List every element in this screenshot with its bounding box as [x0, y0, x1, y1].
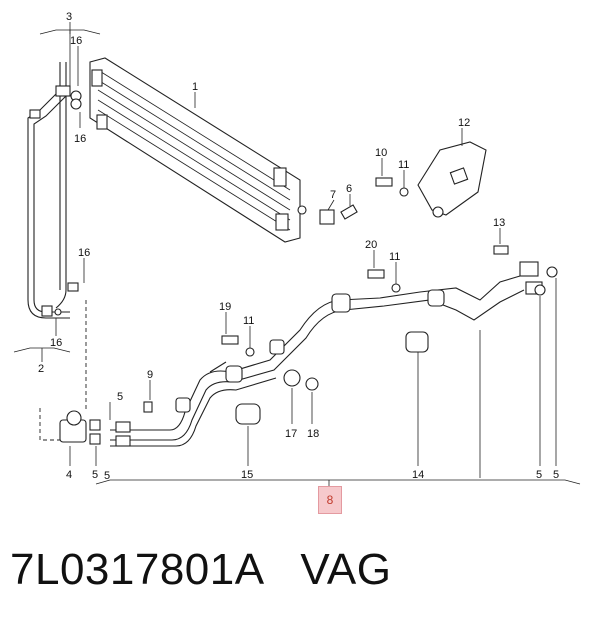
callout-11a: 11 — [398, 159, 409, 171]
grommet-17 — [283, 369, 301, 387]
clamp-15 — [235, 403, 261, 425]
callout-5a: 5 — [117, 391, 123, 403]
callout-4: 4 — [66, 469, 72, 481]
part-number: 7L0317801A — [10, 545, 263, 594]
sleeve-14 — [405, 331, 429, 353]
callout-13: 13 — [493, 217, 505, 229]
callout-19: 19 — [219, 301, 231, 313]
bolt-19 — [221, 335, 239, 345]
callout-12: 12 — [458, 117, 470, 129]
callout-11c: 11 — [243, 315, 254, 327]
callout-3: 3 — [66, 11, 72, 23]
oil-cooler — [89, 57, 307, 243]
leader-lines — [13, 22, 581, 486]
brand-name: VAG — [300, 545, 392, 594]
small-parts — [221, 177, 509, 425]
callout-9: 9 — [147, 369, 153, 381]
main-pipe-assembly — [110, 261, 558, 447]
callout-2: 2 — [38, 363, 44, 375]
callout-16b: 16 — [74, 133, 86, 145]
left-pipe-assembly — [27, 62, 82, 319]
callout-10: 10 — [375, 147, 387, 159]
callout-17: 17 — [285, 428, 297, 440]
lower-left-fittings — [39, 300, 153, 447]
callout-11b: 11 — [389, 251, 400, 263]
callout-5d: 5 — [553, 469, 559, 481]
callout-labels: 1 3 16 16 16 16 2 12 10 11 7 6 20 11 13 … — [38, 11, 559, 482]
callout-7: 7 — [330, 189, 336, 201]
bolt-20 — [367, 269, 385, 279]
callout-6: 6 — [346, 183, 352, 195]
callout-5c: 5 — [536, 469, 542, 481]
callout-14: 14 — [412, 469, 424, 481]
bolt-13 — [493, 245, 509, 255]
callout-1: 1 — [192, 81, 198, 93]
callout-15: 15 — [241, 469, 253, 481]
callout-16c: 16 — [78, 247, 90, 259]
bolt-6 — [340, 204, 358, 220]
callout-16d: 16 — [50, 337, 62, 349]
parts-diagram: 1 3 16 16 16 16 2 12 10 11 7 6 20 11 13 … — [13, 11, 581, 486]
callout-16a: 16 — [70, 35, 82, 47]
callout-5b: 5 — [92, 469, 98, 481]
assembly-badge-8: 8 — [318, 486, 342, 514]
grommet-18 — [305, 377, 319, 391]
bracket — [417, 141, 487, 218]
part-caption: 7L0317801A VAG — [10, 545, 590, 595]
callout-5e: 5 — [104, 470, 110, 482]
washer-11b — [391, 283, 401, 293]
bolt-10 — [375, 177, 393, 187]
washer-11a — [399, 187, 409, 197]
washer-11c — [245, 347, 255, 357]
callout-20: 20 — [365, 239, 377, 251]
callout-18: 18 — [307, 428, 319, 440]
clip-7 — [319, 209, 335, 225]
caption-spacer — [262, 545, 300, 594]
